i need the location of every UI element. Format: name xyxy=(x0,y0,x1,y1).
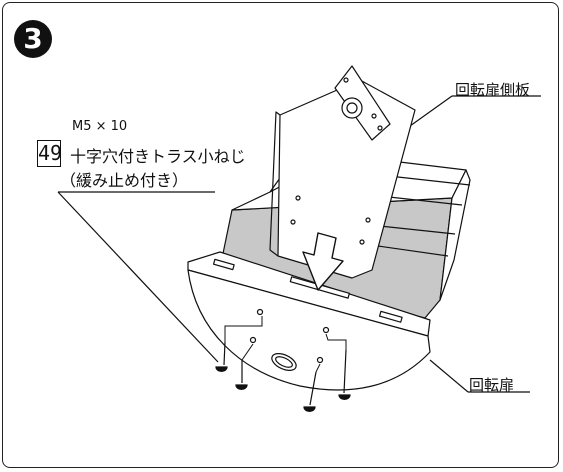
screw-name-label: 十字穴付きトラス小ねじ xyxy=(70,147,246,166)
door-front-rim xyxy=(187,251,431,337)
screw-note-label: （緩み止め付き） xyxy=(60,171,189,190)
screw-4 xyxy=(338,349,351,400)
screw-spec-label: M5 × 10 xyxy=(72,119,128,134)
screw-guide-lines xyxy=(224,316,347,373)
door-label: 回転扉 xyxy=(469,376,515,394)
door-curved-face xyxy=(187,269,431,391)
step-number-badge: 3 xyxy=(14,20,52,58)
door-leader xyxy=(429,359,469,393)
insert-direction-arrow xyxy=(302,232,344,291)
side-plate-label: 回転扉側板 xyxy=(455,81,531,99)
screw-3 xyxy=(303,371,317,412)
hinge-bracket xyxy=(334,65,391,141)
part-number-box: 49 xyxy=(37,140,63,167)
side-plate-leader xyxy=(409,95,453,127)
screw-1 xyxy=(215,341,228,372)
screw-leader xyxy=(57,191,219,363)
screw-2 xyxy=(235,360,248,390)
door-oval-hole xyxy=(271,353,297,371)
tray-right-wall xyxy=(439,169,471,301)
